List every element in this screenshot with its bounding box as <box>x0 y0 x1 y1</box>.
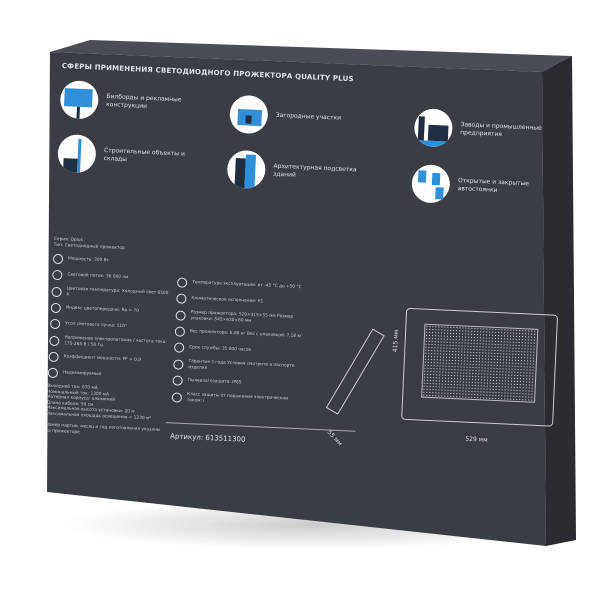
non-dimmable-icon <box>47 367 59 379</box>
application-billboards: Билборды и рекламные конструкции <box>59 79 211 125</box>
warranty-icon <box>173 358 184 370</box>
weight-icon <box>174 326 186 337</box>
lumen-icon <box>52 269 63 281</box>
ground-icon <box>171 391 183 403</box>
climate-icon <box>176 293 187 304</box>
skyscraper-icon <box>226 149 267 190</box>
spec: Коэффициент мощности: PF > 0,9 <box>63 354 141 364</box>
spec: Вес прожектора: 6,88 кг Вес с упаковкой:… <box>189 329 303 340</box>
width-dimension: 529 мм <box>465 435 488 444</box>
ra-icon <box>50 302 62 314</box>
spec: Класс защиты от поражения электрическим … <box>186 392 289 404</box>
application-factories: Заводы и промышленные предприятия <box>413 108 566 153</box>
factory-icon <box>413 108 454 148</box>
application-parking: Открытые и закрытые автостоянки <box>411 164 563 209</box>
spec: Напряжение электропитания / частота тока… <box>64 335 167 348</box>
ip65-icon <box>172 375 183 386</box>
spec: Угол светового пучка: 110° <box>64 321 128 330</box>
crane-icon <box>57 133 97 174</box>
application-label: Архитектурная подсветка зданий <box>272 162 357 179</box>
side-view <box>325 328 385 415</box>
spec: Срок службы: 35 000 часов <box>189 345 252 354</box>
power-icon <box>52 253 64 265</box>
parking-icon <box>411 164 451 204</box>
specs-left: Серия: Qplus Тип: Светодиодный прожектор… <box>45 237 174 439</box>
temperature-icon <box>51 286 62 297</box>
spec: Индекс цветопередачи: Ra > 70 <box>65 305 139 314</box>
height-dimension: 415 мм <box>391 329 400 353</box>
article-number: Артикул: 613511300 <box>169 432 246 444</box>
specs-extra: Выходной ток: 670 мА Номинальный ток: 13… <box>46 384 167 422</box>
thermometer-icon <box>176 277 188 288</box>
depth-dimension: 55 мм <box>325 429 344 448</box>
spec: Гарантия 3 года Условия смотрите в паспо… <box>188 359 295 371</box>
spec: Световой поток: 36 000 лм <box>67 272 129 281</box>
application-label: Строительные объекты и склады <box>103 147 185 164</box>
application-architecture: Архитектурная подсветка зданий <box>226 149 378 195</box>
spec: Температура эксплуатации: от -45 °С до +… <box>192 280 302 291</box>
front-view <box>401 307 559 427</box>
spec: Размер прожектора: 529×415×55 мм Размер … <box>190 310 294 324</box>
beam-angle-icon <box>49 318 61 330</box>
led-matrix <box>421 323 539 403</box>
floodlight-drawing: 415 мм 55 мм 529 мм <box>324 304 591 486</box>
application-country: Загородные участки <box>228 94 381 140</box>
clock-icon <box>173 342 185 353</box>
spec: Цветовая температура: Холодный свет 6500… <box>66 286 169 298</box>
voltage-icon <box>49 335 60 346</box>
application-label: Заводы и промышленные предприятия <box>460 121 542 139</box>
specs-right: Температура эксплуатации: от -45 °С до +… <box>171 277 307 414</box>
batch-note: Номер партии, месяц и год изготовления у… <box>45 422 161 435</box>
spec: Мощность: 300 Вт <box>67 256 110 264</box>
spec: Пылевлагозащита: IP65 <box>187 378 242 386</box>
application-construction: Строительные объекты и склады <box>57 133 209 179</box>
box-print: СФЕРЫ ПРИМЕНЕНИЯ СВЕТОДИОДНОГО ПРОЖЕКТОР… <box>43 62 559 503</box>
spec: Недиммируемый <box>62 370 102 378</box>
application-label: Загородные участки <box>275 111 342 122</box>
power-factor-icon <box>48 351 59 363</box>
size-icon <box>175 309 186 321</box>
house-icon <box>228 94 269 135</box>
billboard-icon <box>59 79 100 120</box>
application-label: Билборды и рекламные конструкции <box>105 93 182 110</box>
application-label: Открытые и закрытые автостоянки <box>457 177 530 194</box>
spec: Климатическое исполнение: У1 <box>191 296 264 305</box>
